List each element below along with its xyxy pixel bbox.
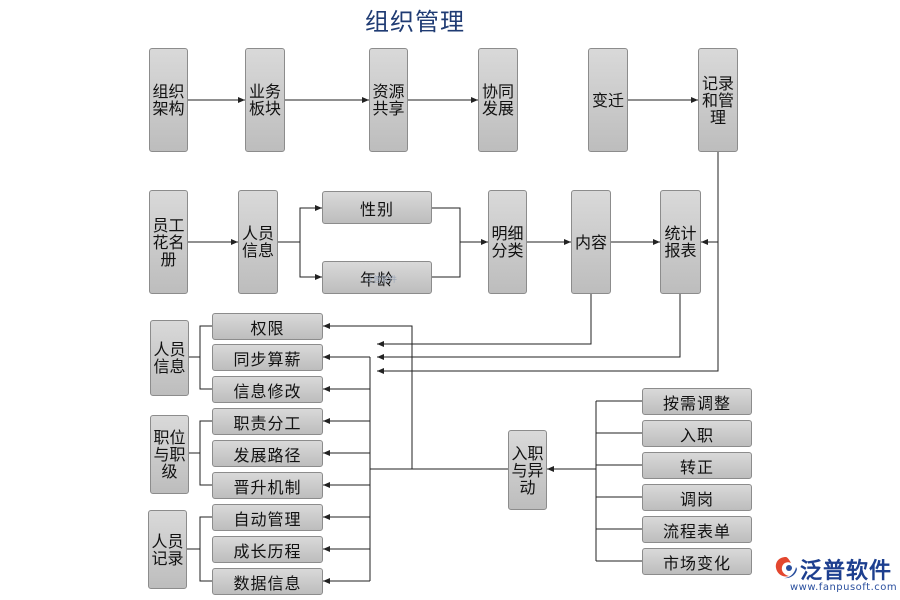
record-manage-box: 记录和管理 xyxy=(698,48,738,152)
item-sync-payroll: 同步算薪 xyxy=(212,344,323,371)
item-career-path: 发展路径 xyxy=(212,440,323,467)
change-box: 变迁 xyxy=(588,48,628,152)
right-item-workflow-form: 流程表单 xyxy=(642,516,752,543)
bracket-personnel-info xyxy=(189,325,212,390)
onboard-change-box: 入职与异动 xyxy=(508,430,547,510)
business-module-box: 业务板块 xyxy=(245,48,285,152)
arrow-content-down xyxy=(377,294,592,347)
right-item-market-change: 市场变化 xyxy=(642,548,752,575)
resource-sharing-box: 资源共享 xyxy=(369,48,408,152)
logo-name: 泛普软件 xyxy=(800,559,893,584)
brand-logo: 泛普软件 www.fanpusoft.com xyxy=(768,552,898,596)
logo-swirl-icon xyxy=(775,557,797,579)
bracket-personnel-record xyxy=(187,516,212,582)
item-data-info: 数据信息 xyxy=(212,568,323,595)
diagram-title: 组织管理 xyxy=(365,8,465,36)
branch-info-to-age xyxy=(299,242,322,280)
arrow-to-permission xyxy=(323,323,413,469)
collab-dev-box: 协同发展 xyxy=(478,48,518,152)
bracket-position-rank xyxy=(189,420,212,486)
merge-gender-age xyxy=(432,207,461,278)
roster-box: 员工花名册 xyxy=(149,190,188,294)
detail-category-box: 明细分类 xyxy=(488,190,527,294)
item-info-modify: 信息修改 xyxy=(212,376,323,403)
arrow-record-to-report xyxy=(701,152,719,245)
arrow-record-down xyxy=(377,242,719,374)
item-duty-division: 职责分工 xyxy=(212,408,323,435)
gender-box: 性别 xyxy=(322,191,432,224)
right-item-on-demand: 按需调整 xyxy=(642,388,752,415)
branch-info-to-gender xyxy=(278,205,322,243)
watermark-text: 泛普软件 xyxy=(365,275,397,284)
content-box: 内容 xyxy=(571,190,611,294)
right-item-onboard: 入职 xyxy=(642,420,752,447)
group-position-rank: 职位与职级 xyxy=(150,415,189,494)
statistics-report-box: 统计报表 xyxy=(660,190,701,294)
age-box: 年龄 xyxy=(322,261,432,294)
right-item-regularize: 转正 xyxy=(642,452,752,479)
item-permission: 权限 xyxy=(212,313,323,340)
group-personnel-info: 人员信息 xyxy=(150,320,189,396)
arrow-report-down xyxy=(377,294,681,360)
item-growth-history: 成长历程 xyxy=(212,536,323,563)
org-structure-box: 组织架构 xyxy=(149,48,188,152)
group-personnel-record: 人员记录 xyxy=(148,510,187,589)
right-item-transfer: 调岗 xyxy=(642,484,752,511)
item-auto-manage: 自动管理 xyxy=(212,504,323,531)
logo-url: www.fanpusoft.com xyxy=(790,582,898,593)
personnel-info-box: 人员信息 xyxy=(238,190,278,294)
item-promotion: 晋升机制 xyxy=(212,472,323,499)
